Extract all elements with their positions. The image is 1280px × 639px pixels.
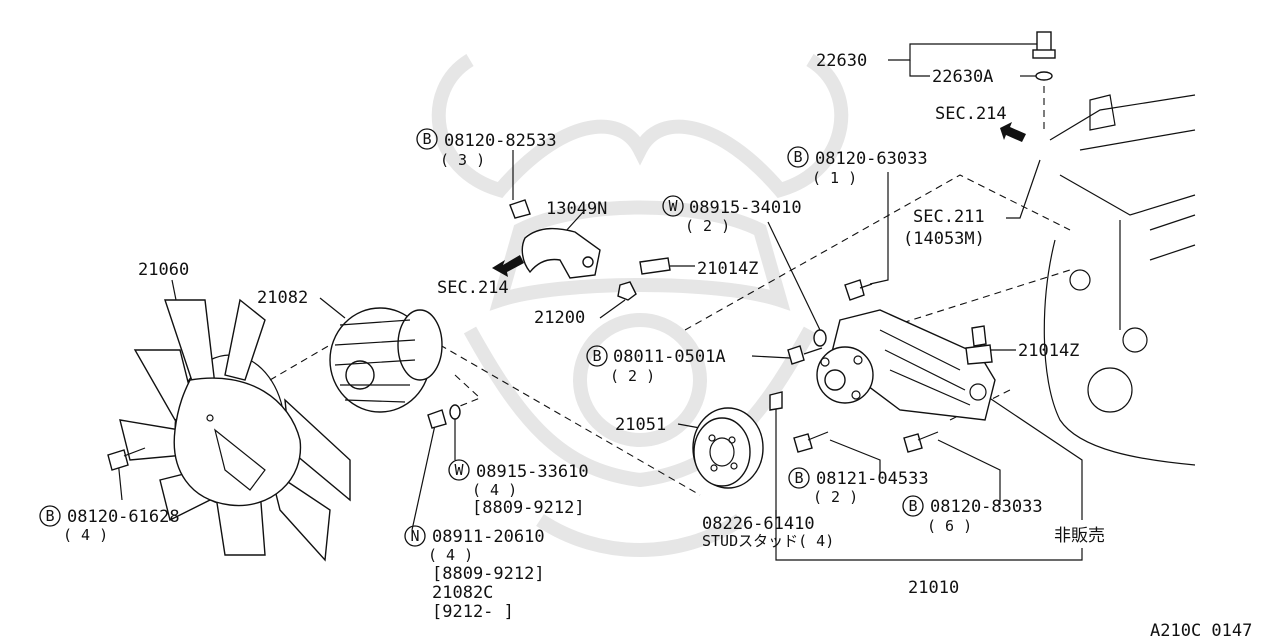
svg-text:B: B — [793, 148, 802, 166]
label-qty: ( 4 ) — [428, 546, 473, 564]
badge-N-icon: N — [404, 525, 426, 547]
fan-21060 — [119, 298, 351, 562]
label-not-for-sale: 非販売 — [1054, 526, 1105, 546]
label-21051: 21051 — [615, 415, 666, 435]
bolt-08120-61628 — [107, 447, 146, 471]
svg-text:W: W — [454, 461, 464, 479]
label-08120-61628: 08120-61628 — [67, 507, 180, 527]
svg-text:B: B — [45, 507, 54, 525]
water-outlet-13049N — [509, 199, 671, 301]
washer-nut — [427, 404, 461, 429]
engine-block — [1043, 94, 1196, 466]
label-08226-61410: 08226-61410 — [702, 514, 815, 534]
label-qty: ( 3 ) — [440, 151, 485, 169]
label-qty: ( 2 ) — [610, 367, 655, 385]
watermark-emblem — [431, 54, 849, 557]
svg-text:B: B — [422, 130, 431, 148]
label-08120-83033: 08120-83033 — [930, 497, 1043, 517]
leader-lines — [117, 43, 1083, 561]
svg-text:B: B — [592, 347, 601, 365]
label-13049N: 13049N — [546, 199, 607, 219]
label-08011-0501A: 08011-0501A — [613, 347, 726, 367]
badge-B-icon: B — [586, 345, 608, 367]
label-08120-82533: 08120-82533 — [444, 131, 557, 151]
label-sec214-top: SEC.214 — [935, 104, 1007, 124]
label-21082: 21082 — [257, 288, 308, 308]
badge-B-icon: B — [902, 495, 924, 517]
label-stud: STUDスタッド( 4) — [702, 532, 834, 550]
fan-clutch-21082 — [329, 307, 443, 413]
label-qty: ( 4 ) — [63, 526, 108, 544]
label-qty: ( 2 ) — [813, 488, 858, 506]
label-08911-20610: 08911-20610 — [432, 527, 545, 547]
label-14053M: (14053M) — [903, 229, 985, 249]
svg-text:W: W — [668, 197, 678, 215]
label-08915-34010: 08915-34010 — [689, 198, 802, 218]
label-08120-63033: 08120-63033 — [815, 149, 928, 169]
label-range: [9212- ] — [432, 602, 514, 622]
label-21014Z-b: 21014Z — [1018, 341, 1079, 361]
label-22630A: 22630A — [932, 67, 993, 87]
label-sec214-left: SEC.214 — [437, 278, 509, 298]
water-pump-21010 — [769, 279, 996, 453]
badge-B-icon: B — [787, 146, 809, 168]
label-range: [8809-9212] — [432, 564, 545, 584]
label-sec211: SEC.211 — [913, 207, 985, 227]
label-qty: ( 1 ) — [812, 169, 857, 187]
label-range: [8809-9212] — [472, 498, 585, 518]
label-qty: ( 6 ) — [927, 517, 972, 535]
label-21010: 21010 — [908, 578, 959, 598]
svg-text:B: B — [908, 497, 917, 515]
sensor-22630 — [1032, 31, 1056, 81]
label-21082C: 21082C — [432, 583, 493, 603]
badge-W-icon: W — [662, 195, 684, 217]
label-21200: 21200 — [534, 308, 585, 328]
badge-B-icon: B — [788, 467, 810, 489]
badge-B-icon: B — [39, 505, 61, 527]
label-08121-04533: 08121-04533 — [816, 469, 929, 489]
arrow-sec214-top-icon — [1000, 122, 1026, 142]
badge-W-icon: W — [448, 459, 470, 481]
label-08915-33610: 08915-33610 — [476, 462, 589, 482]
pulley-21051 — [692, 407, 764, 489]
label-21014Z-a: 21014Z — [697, 259, 758, 279]
label-qty: ( 4 ) — [472, 481, 517, 499]
arrow-sec214-left-icon — [492, 255, 524, 277]
badge-B-icon: B — [416, 128, 438, 150]
diagram-code: A210C 0147 — [1150, 621, 1252, 639]
label-22630: 22630 — [816, 51, 867, 71]
label-21060: 21060 — [138, 260, 189, 280]
svg-text:N: N — [410, 527, 419, 545]
label-qty: ( 2 ) — [685, 217, 730, 235]
svg-text:B: B — [794, 469, 803, 487]
